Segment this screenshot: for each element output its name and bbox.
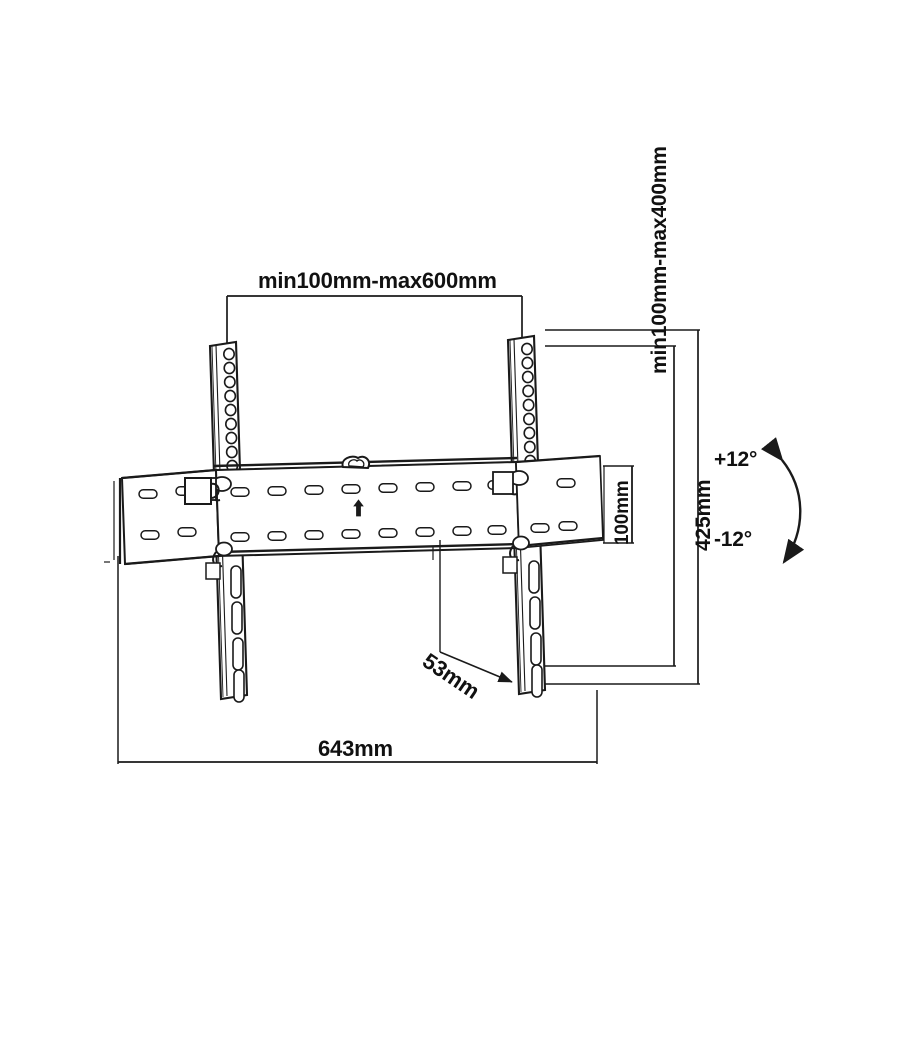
tilt-arc-arrow — [761, 437, 805, 564]
right-tilt-lock-upper — [492, 470, 529, 496]
right-inner-plate — [515, 454, 604, 549]
dimension-vesa-vertical — [603, 465, 634, 544]
label-overall-width: 643mm — [318, 736, 393, 761]
label-mount-hole-height: min100mm-max400mm — [648, 146, 671, 374]
label-vesa-vertical: 100mm — [612, 480, 633, 546]
dimension-overall-width — [117, 556, 598, 764]
dimension-mount-hole-height — [545, 345, 676, 667]
center-hook-loop — [341, 455, 370, 470]
dimension-mount-hole-width — [226, 295, 523, 350]
up-arrow-icon — [353, 499, 364, 517]
label-tilt-down: -12° — [714, 528, 752, 551]
label-mount-hole-width: min100mm-max600mm — [258, 268, 497, 293]
left-tilt-lock-lower — [205, 541, 233, 580]
dimension-depth — [432, 540, 513, 683]
right-tilt-lock-lower — [502, 535, 530, 574]
dimension-overall-height — [545, 329, 700, 685]
label-overall-height: 425mm — [692, 479, 715, 551]
label-tilt-up: +12° — [714, 448, 758, 471]
horizontal-tv-bar — [212, 455, 521, 558]
adjustment-knob — [184, 477, 220, 505]
